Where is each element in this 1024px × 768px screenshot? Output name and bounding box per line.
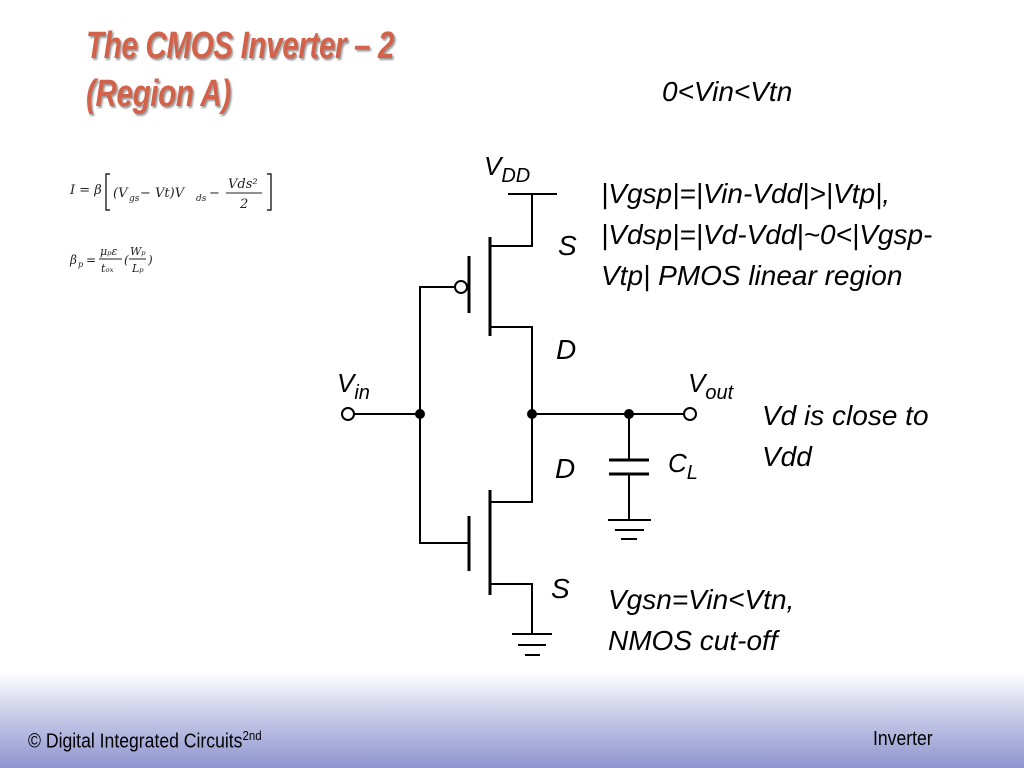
pmos-source-label: S — [558, 230, 577, 261]
beta-formula: β p = μₚε tₒₓ ( Wₚ Lₚ ) — [69, 245, 153, 275]
current-formula-lhs: I = β — [69, 183, 102, 198]
current-formula-term1-mid: − Vt)V — [140, 186, 186, 201]
footer-band — [0, 672, 1024, 768]
current-formula-term1: (V — [113, 186, 129, 201]
gate-bus-wire — [419, 286, 469, 544]
drain-junction-dot — [527, 409, 537, 419]
pmos-drain-wire — [490, 326, 533, 414]
vdd-label: VDD — [484, 151, 530, 187]
current-formula-sub-ds: ds — [196, 194, 207, 204]
nmos-source-label: S — [551, 573, 570, 604]
footer-section-name: Inverter — [873, 728, 933, 750]
current-formula-minus: − — [209, 186, 220, 201]
right-bracket-icon — [267, 173, 272, 211]
svg-text:): ) — [147, 253, 153, 267]
pmos-note-line-2: |Vdsp|=|Vd-Vdd|~0<|Vgsp- — [601, 219, 933, 250]
nmos-note-line-1: Vgsn=Vin<Vtn, — [608, 584, 795, 615]
beta-formula-lhs-sub: p — [78, 260, 83, 269]
nmos-note-line-2: NMOS cut-off — [608, 625, 778, 656]
footer-copyright-edition: 2nd — [242, 728, 262, 743]
beta-formula-paren-denominator: Lₚ — [131, 262, 144, 275]
beta-formula-eq: = — [86, 253, 96, 267]
left-bracket-icon — [105, 173, 110, 211]
slide-title: The CMOS Inverter – 2 (Region A) — [86, 22, 394, 118]
nmos-source-wire — [490, 583, 533, 634]
vin-label: Vin — [337, 368, 370, 404]
footer-copyright: © Digital Integrated Circuits2nd — [28, 728, 262, 754]
gate-junction-dot — [415, 409, 425, 419]
pmos-drain-label: D — [556, 334, 576, 365]
cl-label: CL — [668, 448, 698, 484]
pmos-note-line-3: Vtp| PMOS linear region — [601, 260, 903, 291]
footer-copyright-text: © Digital Integrated Circuits — [28, 730, 243, 753]
nmos-drain-label: D — [555, 453, 575, 484]
nmos-drain-wire — [490, 414, 533, 503]
current-formula: I = β (V gs − Vt)V ds − Vds² 2 — [69, 173, 272, 212]
svg-text:(: ( — [124, 253, 129, 267]
pmos-gate-bubble — [454, 280, 468, 294]
beta-formula-numerator: μₚε — [100, 245, 118, 258]
current-formula-denominator: 2 — [239, 197, 248, 212]
beta-formula-denominator: tₒₓ — [101, 262, 114, 275]
slide-title-line-2: (Region A) — [86, 73, 231, 115]
vout-terminal — [683, 407, 697, 421]
beta-formula-paren-numerator: Wₚ — [130, 245, 146, 258]
vd-note-line-2: Vdd — [762, 441, 812, 472]
pmos-source-wire — [490, 194, 533, 247]
vd-note-line-1: Vd is close to — [762, 400, 929, 431]
pmos-note-line-1: |Vgsp|=|Vin-Vdd|>|Vtp|, — [601, 178, 891, 209]
current-formula-numerator: Vds² — [228, 177, 258, 192]
current-formula-sub-gs: gs — [129, 194, 140, 204]
region-condition: 0<Vin<Vtn — [662, 76, 793, 107]
vin-terminal — [341, 407, 355, 421]
cap-junction-dot — [624, 409, 634, 419]
slide-title-line-1: The CMOS Inverter – 2 — [86, 25, 395, 67]
beta-formula-lhs: β — [69, 253, 77, 267]
vout-label: Vout — [688, 368, 735, 404]
